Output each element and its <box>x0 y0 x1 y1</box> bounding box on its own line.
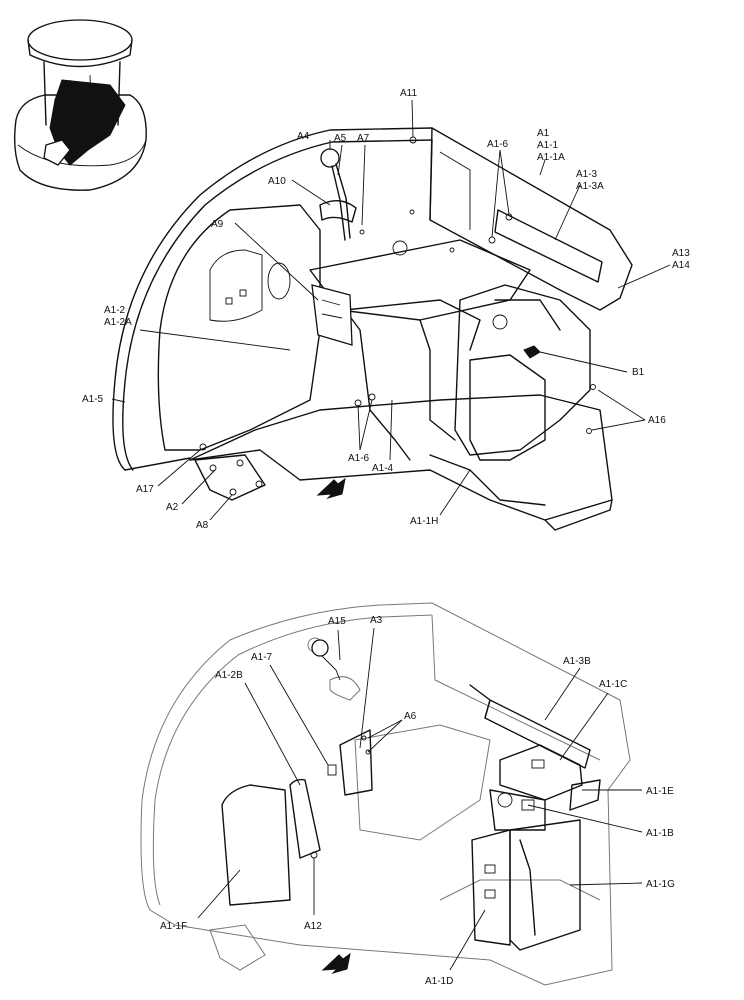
callout-a14: A14 <box>672 260 690 271</box>
callout-a1-2a: A1-2A <box>104 317 132 328</box>
callout-a4: A4 <box>297 131 310 142</box>
callout-a1-1c: A1-1C <box>599 679 627 690</box>
callout-a11: A11 <box>400 88 417 99</box>
callout-a2: A2 <box>166 502 179 513</box>
callout-a12: A12 <box>304 921 322 932</box>
callout-a16: A16 <box>648 415 666 426</box>
callout-a10: A10 <box>268 176 286 187</box>
callout-a1-4: A1-4 <box>372 463 394 474</box>
callout-a1-1f: A1-1F <box>160 921 187 932</box>
callout-a9: A9 <box>211 219 224 230</box>
callout-a1-1: A1-1 <box>537 140 559 151</box>
callout-a1-5: A1-5 <box>82 394 104 405</box>
callout-a1-3: A1-3 <box>576 169 598 180</box>
callout-a1-2b: A1-2B <box>215 670 243 681</box>
callout-a17: A17 <box>136 484 154 495</box>
callout-a1-6-top: A1-6 <box>487 139 509 150</box>
bottom-assembly <box>140 602 631 986</box>
callouts-top: A11 A1 A1-1 A1-1A A4 A5 A7 A1-6 A1-3 A1-… <box>82 88 690 531</box>
callout-a1-1e: A1-1E <box>646 786 674 797</box>
callout-a1-6-bottom: A1-6 <box>348 453 370 464</box>
callout-a5: A5 <box>334 133 347 144</box>
callout-a1-7: A1-7 <box>251 652 273 663</box>
callout-a13: A13 <box>672 248 690 259</box>
callouts-bottom: A15 A3 A1-7 A1-2B A6 A1-3B A1-1C A1-1E A… <box>160 615 675 987</box>
machine-thumbnail <box>13 19 147 191</box>
callout-a1: A1 <box>537 128 550 139</box>
callout-a8: A8 <box>196 520 209 531</box>
callout-a1-3a: A1-3A <box>576 181 604 192</box>
callout-a1-1b: A1-1B <box>646 828 674 839</box>
callout-a3: A3 <box>370 615 383 626</box>
callout-a1-1d: A1-1D <box>425 976 453 987</box>
callout-a1-3b: A1-3B <box>563 656 591 667</box>
callout-a1-1a: A1-1A <box>537 152 565 163</box>
callout-a1-1h: A1-1H <box>410 516 438 527</box>
callout-a15: A15 <box>328 616 346 627</box>
top-assembly <box>112 127 633 531</box>
callout-b1: B1 <box>632 367 645 378</box>
callout-a7: A7 <box>357 133 370 144</box>
callout-a6: A6 <box>404 711 417 722</box>
leader-lines <box>111 99 671 971</box>
callout-a1-1g: A1-1G <box>646 879 675 890</box>
callout-a1-2: A1-2 <box>104 305 126 316</box>
